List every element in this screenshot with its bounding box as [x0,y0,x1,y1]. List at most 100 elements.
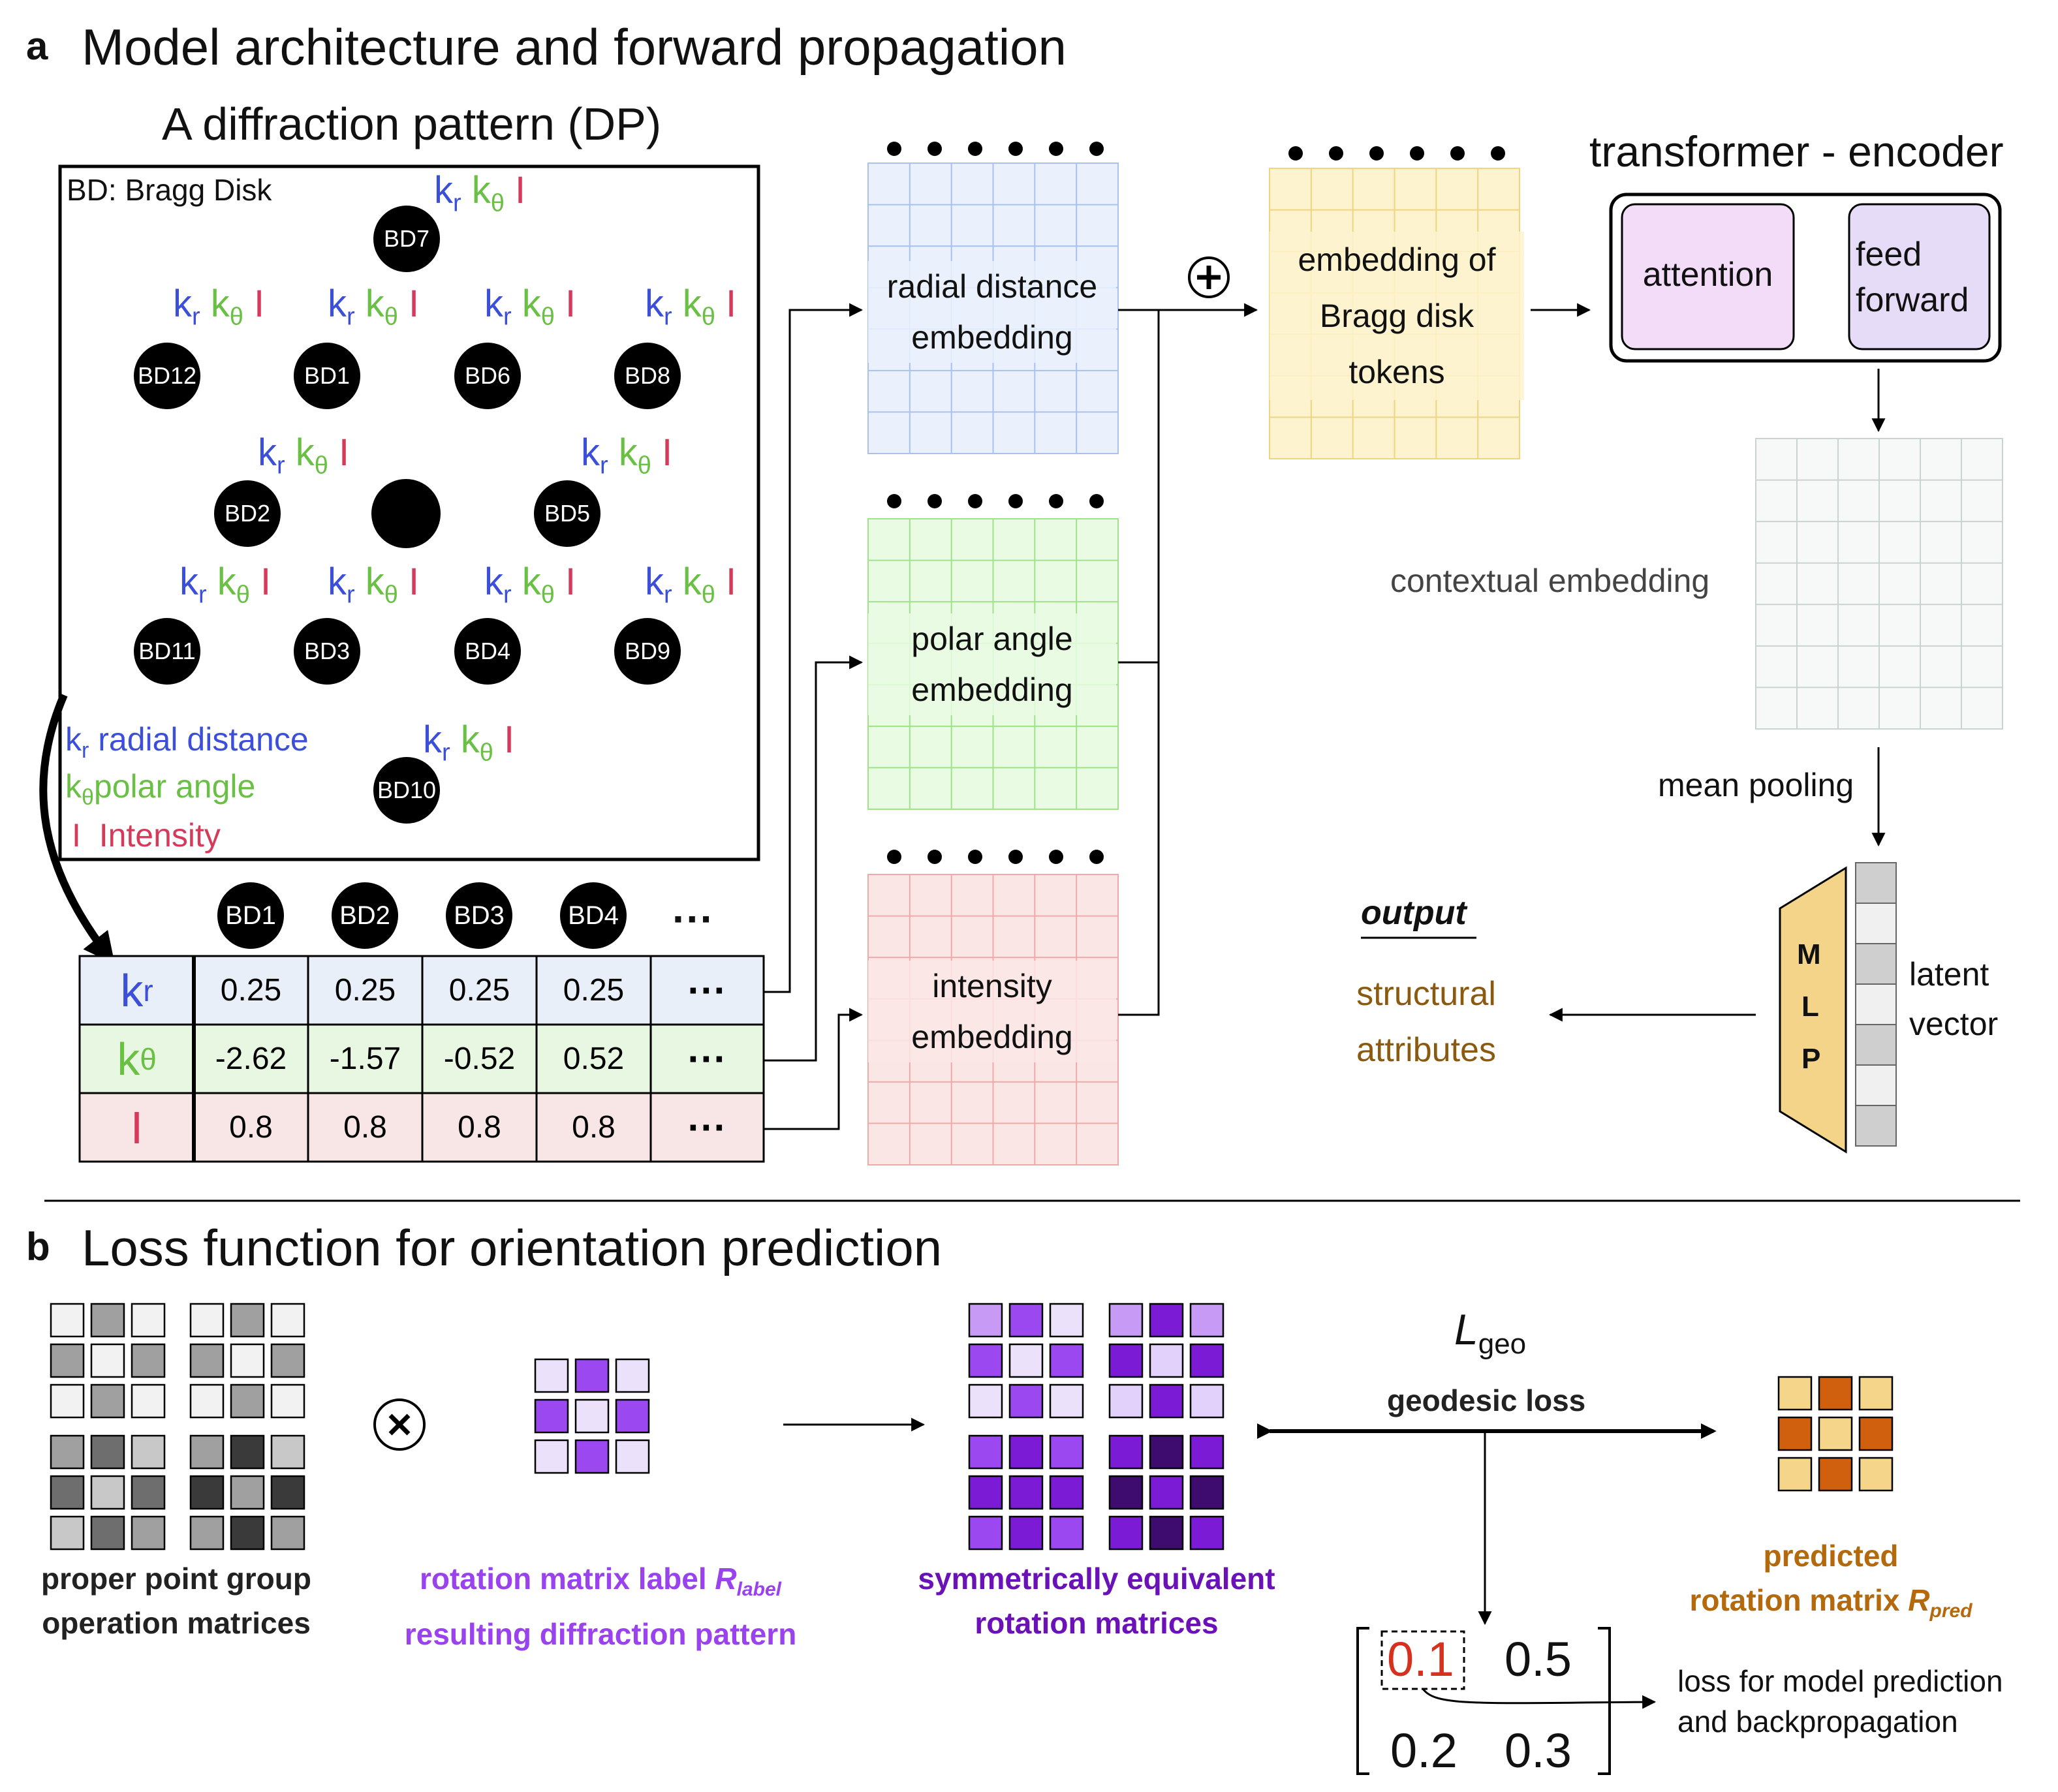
matrix-cell [131,1475,166,1510]
matrix-cell [189,1303,225,1338]
matrix-cell [1108,1343,1144,1378]
matrix-cell [1108,1515,1144,1551]
matrix-cell [1049,1475,1084,1510]
matrix-cell [1149,1475,1184,1510]
matrix-cell [1777,1457,1813,1492]
matrix-cell [50,1515,85,1551]
matrix-cell [1149,1434,1184,1470]
dot [1049,494,1063,508]
dot [928,142,942,156]
matrix-cell [534,1398,569,1434]
matrix-cell [131,1343,166,1378]
matrix-cell [968,1383,1003,1419]
latent-vector [1855,862,1897,1147]
dot [928,494,942,508]
matrix-cell [1818,1457,1853,1492]
matrix-cell [968,1343,1003,1378]
dot [1089,494,1104,508]
latent-cell [1855,1064,1897,1106]
matrix-cell [1008,1343,1044,1378]
dot [1329,146,1343,161]
loss-highlight-box [1380,1630,1465,1690]
loss-matrix-right-bracket [1598,1627,1611,1775]
dot [1491,146,1505,161]
arrow-i-to-intensity [764,1008,864,1130]
feed-forward-block [1848,203,1991,350]
matrix-cell [1049,1343,1084,1378]
latent-cell [1855,1105,1897,1147]
matrix-cell [1858,1416,1894,1451]
matrix-cell [90,1303,125,1338]
matrix-cell [1858,1457,1894,1492]
matrix-cell [1008,1515,1044,1551]
intensity-embedding-grid [867,874,1119,1166]
ellipsis-dots [887,142,1505,864]
matrix-cell [189,1343,225,1378]
matrix-cell [1189,1434,1224,1470]
dot [1089,850,1104,864]
matrix-cell [1008,1303,1044,1338]
token-embedding-grid [1269,168,1520,459]
matrix-cell [189,1515,225,1551]
matrix-cell [230,1343,265,1378]
matrix-cell [1049,1303,1084,1338]
matrix-cell [1149,1383,1184,1419]
matrix-cell [50,1434,85,1470]
latent-cell [1855,983,1897,1025]
matrix-cell [1189,1343,1224,1378]
matrix-cell [1008,1434,1044,1470]
dot [1410,146,1424,161]
dot [1049,850,1063,864]
dot [1089,142,1104,156]
matrix-cell [1049,1383,1084,1419]
matrix-cell [574,1439,610,1474]
matrix-cell [968,1434,1003,1470]
matrix-cell [230,1515,265,1551]
matrix-cell [90,1475,125,1510]
matrix-cell [131,1303,166,1338]
dot [968,142,982,156]
matrix-cell [1149,1303,1184,1338]
matrix-cell [1049,1515,1084,1551]
matrix-cell [189,1475,225,1510]
dot [928,850,942,864]
matrix-cell [1008,1383,1044,1419]
matrix-cell [534,1358,569,1393]
arrow-kt-to-polar [764,655,864,1062]
matrix-cell [1049,1434,1084,1470]
radial-embedding-grid [867,162,1119,454]
matrix-cell [270,1303,305,1338]
matrix-cell [615,1358,650,1393]
matrix-cell [1149,1515,1184,1551]
dot [887,494,901,508]
matrix-cell [1008,1475,1044,1510]
matrix-cell [1108,1303,1144,1338]
attention-block [1621,203,1795,350]
matrix-cell [1108,1383,1144,1419]
matrix-cell [1108,1434,1144,1470]
dot [1008,850,1023,864]
matrix-cell [50,1475,85,1510]
matrix-cell [968,1303,1003,1338]
central-beam [371,479,441,548]
contextual-embedding-grid [1755,438,2003,730]
matrix-cell [968,1475,1003,1510]
panel-b-matrices [50,1303,1894,1551]
dot [1008,142,1023,156]
matrix-cell [131,1515,166,1551]
matrix-cell [1189,1515,1224,1551]
matrix-cell [90,1383,125,1419]
matrix-cell [50,1343,85,1378]
matrix-cell [270,1383,305,1419]
matrix-cell [1189,1303,1224,1338]
matrix-cell [1189,1383,1224,1419]
dp-to-table-arrow [39,693,115,965]
latent-cell [1855,903,1897,944]
matrix-cell [270,1475,305,1510]
latent-cell [1855,1024,1897,1066]
times-icon [388,1414,411,1436]
dot [1450,146,1465,161]
matrix-cell [90,1434,125,1470]
matrix-cell [574,1398,610,1434]
